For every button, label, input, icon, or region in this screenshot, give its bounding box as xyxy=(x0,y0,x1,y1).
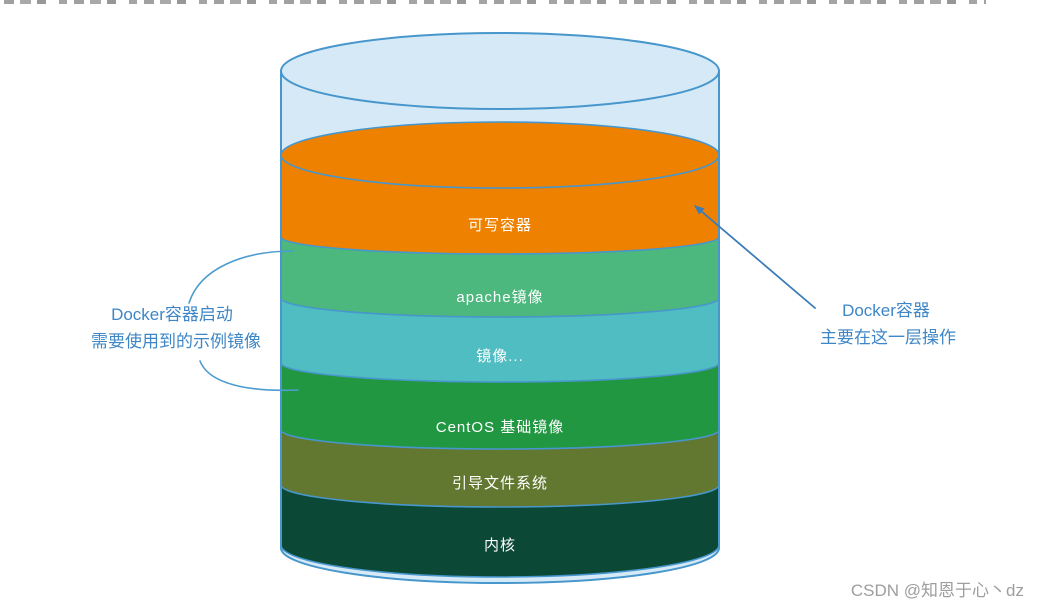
boundary-arc-1 xyxy=(280,236,720,255)
writable-layer-outline xyxy=(280,121,720,189)
right-arrow xyxy=(694,205,816,309)
csdn-watermark: CSDN @知恩于心丶dz xyxy=(850,581,1024,600)
layer-writable-container-top xyxy=(281,122,719,188)
layer-boot-filesystem xyxy=(281,430,719,507)
left-brace xyxy=(188,250,299,392)
layer-label-centos-base-image: CentOS 基础镜像 xyxy=(436,418,565,436)
right-annotation-line2: 主要在这一层操作 xyxy=(820,328,956,347)
layer-label-apache-image: apache镜像 xyxy=(456,288,543,306)
layer-stack xyxy=(281,122,719,577)
left-brace-lower-arc xyxy=(199,360,299,392)
layer-label-image-ellipsis: 镜像... xyxy=(476,347,524,365)
right-arrow-line xyxy=(700,210,816,309)
right-annotation: Docker容器 主要在这一层操作 xyxy=(820,301,956,347)
left-annotation: Docker容器启动 需要使用到的示例镜像 xyxy=(91,305,261,351)
left-annotation-line2: 需要使用到的示例镜像 xyxy=(91,331,261,351)
right-annotation-line1: Docker容器 xyxy=(842,301,930,320)
layer-kernel xyxy=(281,485,719,577)
left-brace-upper-arc xyxy=(188,250,294,304)
layer-centos-base-image xyxy=(281,363,719,449)
layer-labels: 可写容器 apache镜像 镜像... CentOS 基础镜像 引导文件系统 内… xyxy=(436,217,565,554)
layer-label-boot-filesystem: 引导文件系统 xyxy=(452,475,548,492)
glass-wall-outline xyxy=(280,70,720,584)
boundary-arc-2 xyxy=(280,297,720,318)
boundary-arc-5 xyxy=(280,484,720,508)
cylinder-outlines xyxy=(280,32,720,584)
right-arrow-head xyxy=(694,205,705,215)
glass-top-surface xyxy=(281,33,719,109)
left-annotation-line1: Docker容器启动 xyxy=(111,305,233,324)
layer-label-writable-container: 可写容器 xyxy=(468,217,532,234)
boundary-arc-4 xyxy=(280,429,720,450)
bottom-arc xyxy=(280,544,720,578)
boundary-arc-3 xyxy=(280,362,720,383)
layer-label-kernel: 内核 xyxy=(484,537,516,554)
layer-apache-image xyxy=(281,237,719,317)
layer-writable-container-body xyxy=(281,155,719,254)
layer-image-ellipsis xyxy=(281,298,719,382)
clipped-text-row xyxy=(4,0,986,4)
